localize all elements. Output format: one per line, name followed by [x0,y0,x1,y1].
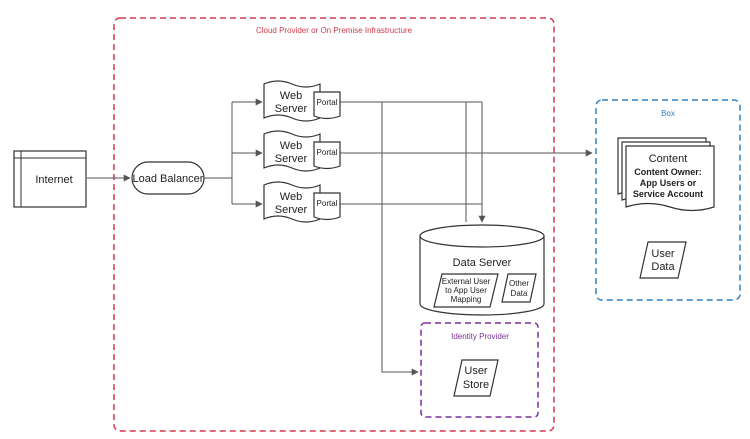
web-to-idp-arrow [381,102,419,376]
web-server-2-line1: Web [280,140,302,152]
external-user-mapping-line3: Mapping [451,295,482,304]
web-server-1-line1: Web [280,90,302,102]
portal-1-shape [313,91,341,120]
cloud-infrastructure-container [113,17,555,432]
web-server-2-line2: Server [275,153,308,165]
content-owner-line3: Service Account [633,189,703,199]
other-data-line2: Data [511,289,528,298]
internet-label: Internet [35,174,72,186]
portal-3-shape [313,192,341,221]
box-container [595,99,741,301]
user-data-line1: User [651,248,675,260]
portal-2-shape [313,141,341,170]
portal-2-label: Portal [317,148,338,157]
portal-1-label: Portal [317,98,338,107]
data-server-node: Data Server External User to App User Ma… [419,224,545,316]
web-server-3: Web Server Portal [263,181,341,223]
other-data-line1: Other [509,279,529,288]
external-user-mapping-line1: External User [442,277,491,286]
identity-provider-container [420,322,539,418]
user-data-node: User Data [639,241,687,279]
internet-node: Internet [13,150,87,208]
external-user-mapping-shape [433,273,499,308]
portal-3-label: Portal [317,199,338,208]
user-store-line2: Store [463,379,489,391]
cloud-infrastructure-label: Cloud Provider or On Premise Infrastruct… [256,26,413,35]
user-store-line1: User [464,365,488,377]
identity-provider-label: Identity Provider [451,332,509,341]
content-document-stack: Content Content Owner: App Users or Serv… [617,137,715,212]
user-data-line2: Data [651,261,675,273]
load-balancer-node: Load Balancer [131,161,205,195]
data-server-label: Data Server [453,257,512,269]
web-server-1: Web Server Portal [263,80,341,122]
other-data-shape [501,273,537,303]
box-label: Box [661,109,675,118]
web-server-2: Web Server Portal [263,130,341,172]
content-owner-line2: App Users or [640,178,697,188]
load-balancer-label: Load Balancer [133,173,204,185]
web-server-3-line2: Server [275,204,308,216]
web-server-3-line1: Web [280,191,302,203]
content-owner-line1: Content Owner: [634,167,702,177]
external-user-mapping-line2: to App User [445,286,487,295]
content-title: Content [649,153,688,165]
user-store-node: User Store [453,359,499,397]
web-server-1-line2: Server [275,103,308,115]
connectors [87,98,593,376]
